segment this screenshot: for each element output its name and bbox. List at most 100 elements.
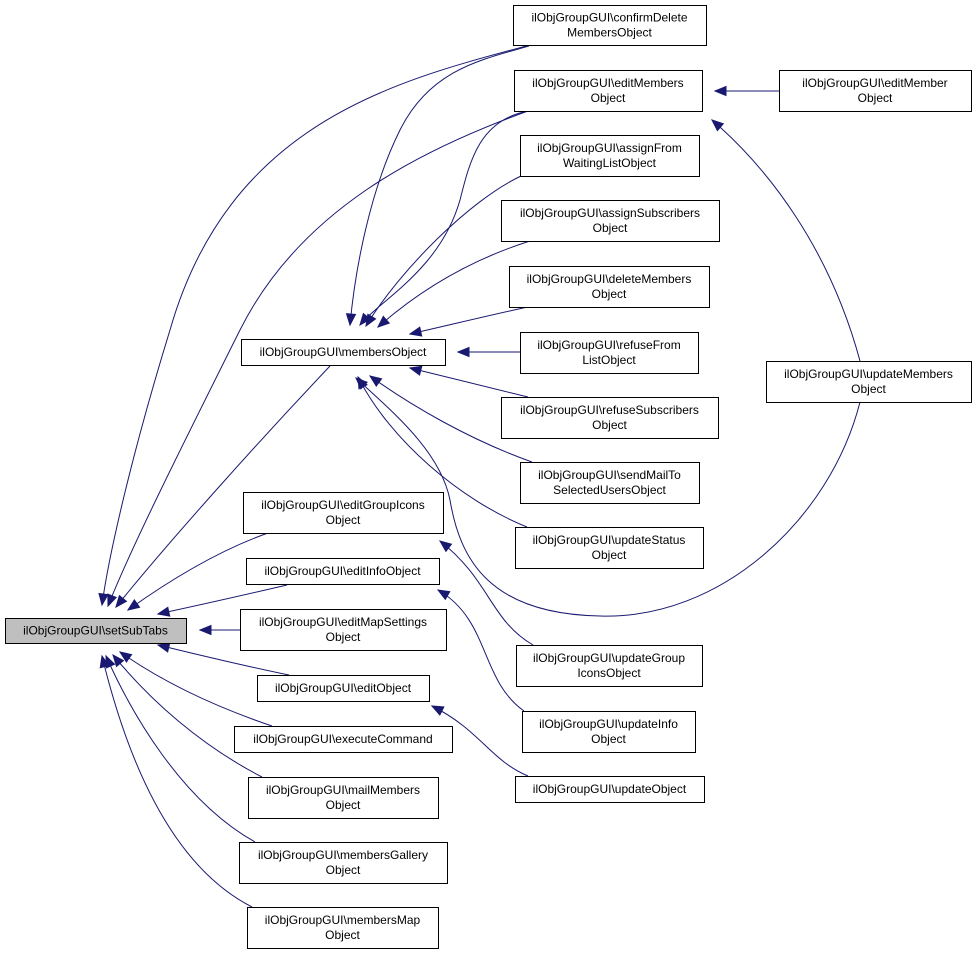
node-setSubTabs[interactable]: ilObjGroupGUI\setSubTabs bbox=[5, 618, 187, 644]
node-label: SelectedUsersObject bbox=[553, 483, 666, 497]
edge-line bbox=[105, 655, 256, 843]
node-label: Object bbox=[591, 91, 626, 105]
node-box[interactable] bbox=[501, 397, 719, 439]
node-label: ilObjGroupGUI\membersObject bbox=[260, 345, 427, 359]
arrowhead-icon bbox=[368, 375, 383, 387]
node-box[interactable] bbox=[515, 527, 704, 569]
edge-updateObject-to-editObject bbox=[430, 705, 529, 777]
node-editInfoObject[interactable]: ilObjGroupGUI\editInfoObject bbox=[246, 558, 440, 585]
node-label: ilObjGroupGUI\updateInfo bbox=[539, 717, 678, 731]
node-box[interactable] bbox=[234, 726, 453, 753]
node-label: ilObjGroupGUI\assignFrom bbox=[537, 141, 682, 155]
node-box[interactable] bbox=[509, 266, 710, 308]
node-label: ilObjGroupGUI\updateStatus bbox=[533, 533, 686, 547]
node-label: Object bbox=[591, 732, 626, 746]
node-label: ilObjGroupGUI\refuseFrom bbox=[537, 338, 680, 352]
node-box[interactable] bbox=[513, 5, 707, 46]
node-box[interactable] bbox=[5, 618, 187, 644]
arrowhead-icon bbox=[377, 315, 391, 328]
node-label: Object bbox=[326, 513, 361, 527]
edge-assignFromWaitingListObject-to-membersObject bbox=[365, 175, 522, 328]
edge-line bbox=[349, 45, 530, 326]
node-box[interactable] bbox=[779, 70, 972, 112]
arrowhead-icon bbox=[126, 599, 141, 611]
node-box[interactable] bbox=[520, 332, 699, 374]
node-label: Object bbox=[858, 91, 893, 105]
edge-line bbox=[157, 584, 288, 615]
node-label: MembersObject bbox=[567, 26, 652, 40]
node-box[interactable] bbox=[766, 361, 972, 403]
edge-line bbox=[359, 110, 529, 326]
arrowhead-icon bbox=[408, 365, 423, 376]
edge-line bbox=[357, 376, 528, 528]
node-box[interactable] bbox=[520, 462, 700, 504]
node-assignFromWaitingListObject[interactable]: ilObjGroupGUI\assignFromWaitingListObjec… bbox=[520, 135, 700, 177]
node-box[interactable] bbox=[520, 135, 700, 177]
node-box[interactable] bbox=[516, 645, 703, 687]
arrowhead-icon bbox=[115, 594, 128, 609]
node-box[interactable] bbox=[241, 339, 446, 366]
edge-line bbox=[409, 367, 529, 398]
arrowhead-icon bbox=[118, 651, 133, 663]
edge-membersObject-to-setSubTabs bbox=[115, 365, 331, 609]
node-executeCommand[interactable]: ilObjGroupGUI\executeCommand bbox=[234, 726, 453, 753]
node-label: ListObject bbox=[582, 353, 636, 367]
node-box[interactable] bbox=[239, 842, 448, 884]
edge-line bbox=[365, 175, 522, 327]
arrowhead-icon bbox=[198, 624, 212, 636]
node-box[interactable] bbox=[243, 492, 444, 534]
node-editObject[interactable]: ilObjGroupGUI\editObject bbox=[257, 675, 430, 702]
node-membersObject[interactable]: ilObjGroupGUI\membersObject bbox=[241, 339, 446, 366]
node-label: ilObjGroupGUI\mailMembers bbox=[266, 783, 420, 797]
arrowhead-icon bbox=[438, 540, 453, 553]
edge-line bbox=[377, 240, 531, 328]
node-label: ilObjGroupGUI\updateGroup bbox=[533, 651, 685, 665]
node-box[interactable] bbox=[515, 776, 705, 803]
node-updateObject[interactable]: ilObjGroupGUI\updateObject bbox=[515, 776, 705, 803]
node-label: ilObjGroupGUI\editMapSettings bbox=[259, 615, 427, 629]
edge-line bbox=[157, 644, 290, 676]
edge-editMapSettingsObject-to-setSubTabs bbox=[198, 624, 240, 636]
node-box[interactable] bbox=[501, 200, 720, 242]
node-box[interactable] bbox=[248, 777, 439, 819]
node-box[interactable] bbox=[246, 558, 440, 585]
node-label: ilObjGroupGUI\setSubTabs bbox=[23, 624, 168, 638]
node-box[interactable] bbox=[514, 70, 703, 112]
node-label: ilObjGroupGUI\executeCommand bbox=[253, 732, 432, 746]
node-box[interactable] bbox=[257, 675, 430, 702]
edge-editGroupIconsObject-to-setSubTabs bbox=[126, 532, 269, 611]
edge-line bbox=[119, 651, 273, 727]
node-label: Object bbox=[326, 630, 361, 644]
edge-line bbox=[369, 375, 533, 463]
arrowhead-icon bbox=[156, 642, 171, 653]
node-box[interactable] bbox=[522, 711, 696, 753]
arrowhead-icon bbox=[713, 85, 727, 97]
node-label: Object bbox=[592, 287, 627, 301]
edge-updateInfoObject-to-editInfoObject bbox=[436, 589, 525, 712]
edge-line bbox=[112, 654, 263, 778]
node-label: Object bbox=[326, 863, 361, 877]
node-label: ilObjGroupGUI\membersGallery bbox=[258, 848, 428, 862]
node-box[interactable] bbox=[247, 907, 439, 949]
node-box[interactable] bbox=[240, 609, 447, 651]
node-label: ilObjGroupGUI\editObject bbox=[275, 681, 412, 695]
node-label: Object bbox=[851, 382, 886, 396]
node-sendMailToSelectedUsersObject[interactable]: ilObjGroupGUI\sendMailToSelectedUsersObj… bbox=[520, 462, 700, 504]
